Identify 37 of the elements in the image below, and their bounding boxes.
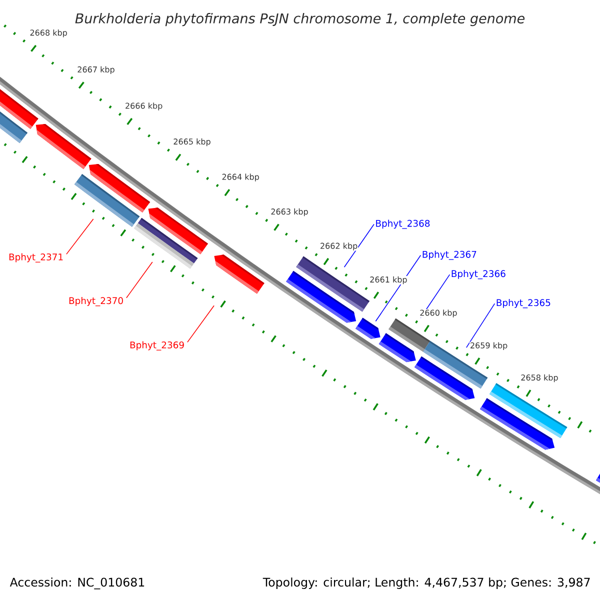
gene-block [596,474,600,483]
tick-label: 2665 kbp [172,138,212,147]
gene-label: Bphyt_2367 [422,250,476,260]
tick-label: 2660 kbp [419,309,458,318]
footer-text: Topology: circular; Length: 4,467,537 bp; Genes: 3,987 [262,578,590,589]
gene-label: Bphyt_2371 [9,253,63,262]
title: Burkholderia phytofirmans PsJN chromosome 1, complete genome [75,13,525,26]
tick-label: 2666 kbp [124,102,164,111]
tick-label: 2658 kbp [520,374,559,383]
gene-block [480,398,555,450]
gene-label: Bphyt_2368 [376,220,430,229]
gene-block [286,270,356,323]
gene-block [356,318,380,339]
leader-line [126,262,153,298]
tick-label: 2663 kbp [270,208,309,217]
gene-block [148,208,208,254]
leader-line [66,218,94,255]
footer-text: Accession: NC_010681 [10,578,144,590]
tick-label: 2667 kbp [76,66,116,74]
tick-label: 2664 kbp [221,173,260,182]
leader-line [344,224,374,268]
leader-line [187,305,214,343]
gene-label: Bphyt_2369 [130,341,184,350]
tick-label: 2659 kbp [470,342,508,350]
tick-label: 2662 kbp [320,242,358,251]
gene-block [414,356,475,400]
gene-label: Bphyt_2365 [496,299,550,308]
gene-block [0,89,38,129]
tick-label: 2668 kbp [29,29,68,38]
leader-line [466,303,496,348]
gene-label: Bphyt_2366 [452,270,506,280]
gene-label: Bphyt_2370 [69,297,123,306]
gene-block [88,164,150,213]
gene-block [214,254,264,294]
gene-block [36,124,92,170]
tick-label: 2661 kbp [369,276,408,285]
gene-block [378,333,416,362]
